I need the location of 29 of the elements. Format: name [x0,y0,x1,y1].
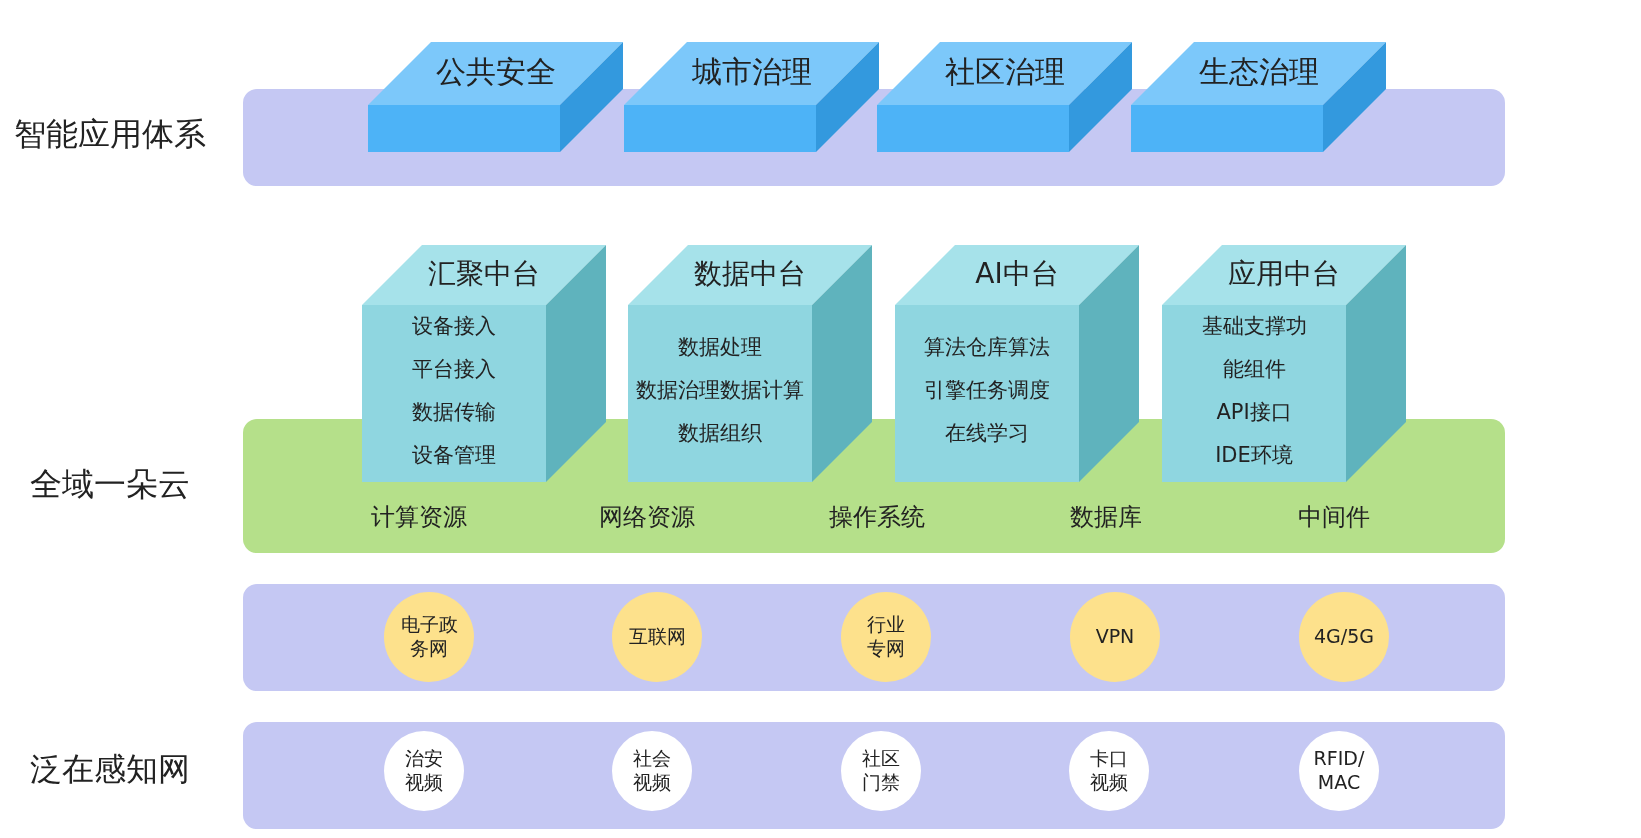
cube-text: 数据治理数据计算 [636,377,804,404]
cube-text: 数据处理 [678,334,762,361]
cube-text: 数据传输 [412,398,496,426]
resource-label: 操作系统 [829,502,925,532]
layer-heading: 泛在感知网 [30,749,190,789]
cube-title: 应用中台 [1228,255,1340,291]
cube-title: 社区治理 [944,52,1065,91]
layer-heading: 智能应用体系 [14,114,206,154]
layer-heading: 全域一朵云 [30,464,190,504]
cube-title: 公共安全 [435,52,556,91]
cube-text: 算法仓库算法 [924,334,1050,361]
cube-text: 平台接入 [412,355,496,383]
cube-title: 数据中台 [694,255,806,291]
cube-text: 基础支撑功能组件 [1200,312,1308,383]
cube-title: AI中台 [975,255,1059,291]
resource-label: 计算资源 [371,502,467,532]
cube-text: 数据组织 [678,420,762,447]
cube-title: 生态治理 [1198,52,1319,91]
resource-label: 网络资源 [599,502,695,532]
cube-text: API接口 [1216,398,1292,426]
resource-label: 中间件 [1298,502,1370,532]
cube-text: 在线学习 [945,420,1029,447]
cube-text: IDE环境 [1215,441,1293,469]
cube-title: 城市治理 [691,52,812,91]
cube-text: 设备接入 [412,312,496,340]
cube-text: 引擎任务调度 [924,377,1050,404]
resource-label: 数据库 [1070,502,1142,532]
cube-title: 汇聚中台 [428,255,540,291]
cube-text: 设备管理 [412,441,496,469]
